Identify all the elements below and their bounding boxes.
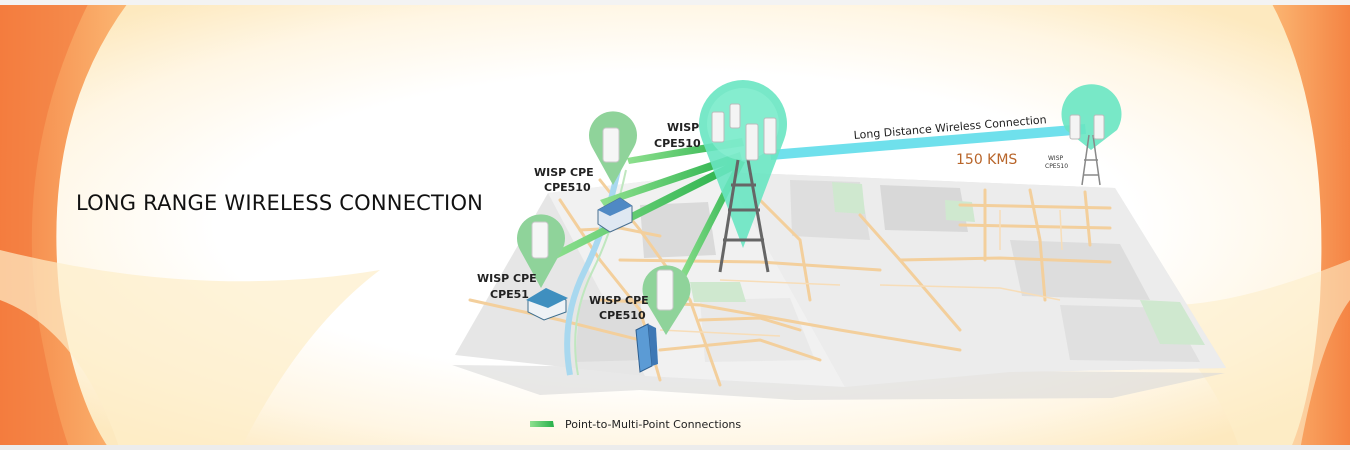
legend-swatch [530,421,554,427]
office-building-icon [597,197,633,233]
house-icon [526,288,568,321]
tower-label-line2: CPE510 [654,137,701,150]
long-distance-link [770,124,1086,160]
cpe-marker-top [588,111,637,185]
legend-label: Point-to-Multi-Point Connections [565,418,741,431]
distance-label: 150 KMS [956,152,1017,168]
cpe-marker-bottom [642,265,691,335]
cpe-bottom-label-line2: CPE510 [599,309,646,322]
cpe-left-label-line1: WISP CPE [477,272,537,285]
remote-label-line2: CPE510 [1045,163,1068,170]
cpe-top-label-line1: WISP CPE [534,166,594,179]
remote-label-line1: WISP [1048,155,1064,162]
skyscraper-icon [635,323,658,373]
legend: Point-to-Multi-Point Connections [530,418,741,431]
tower-label-line1: WISP [667,121,699,134]
page-headline: LONG RANGE WIRELESS CONNECTION [76,191,484,215]
cpe-left-label-line2: CPE51 [490,288,529,301]
cpe-marker-left [517,214,565,288]
central-tower [698,80,787,273]
remote-tower [1061,84,1122,186]
city-map [452,169,1226,400]
building-icons [526,197,658,373]
cpe-bottom-label-line1: WISP CPE [589,294,649,307]
cpe-top-label-line2: CPE510 [544,181,591,194]
